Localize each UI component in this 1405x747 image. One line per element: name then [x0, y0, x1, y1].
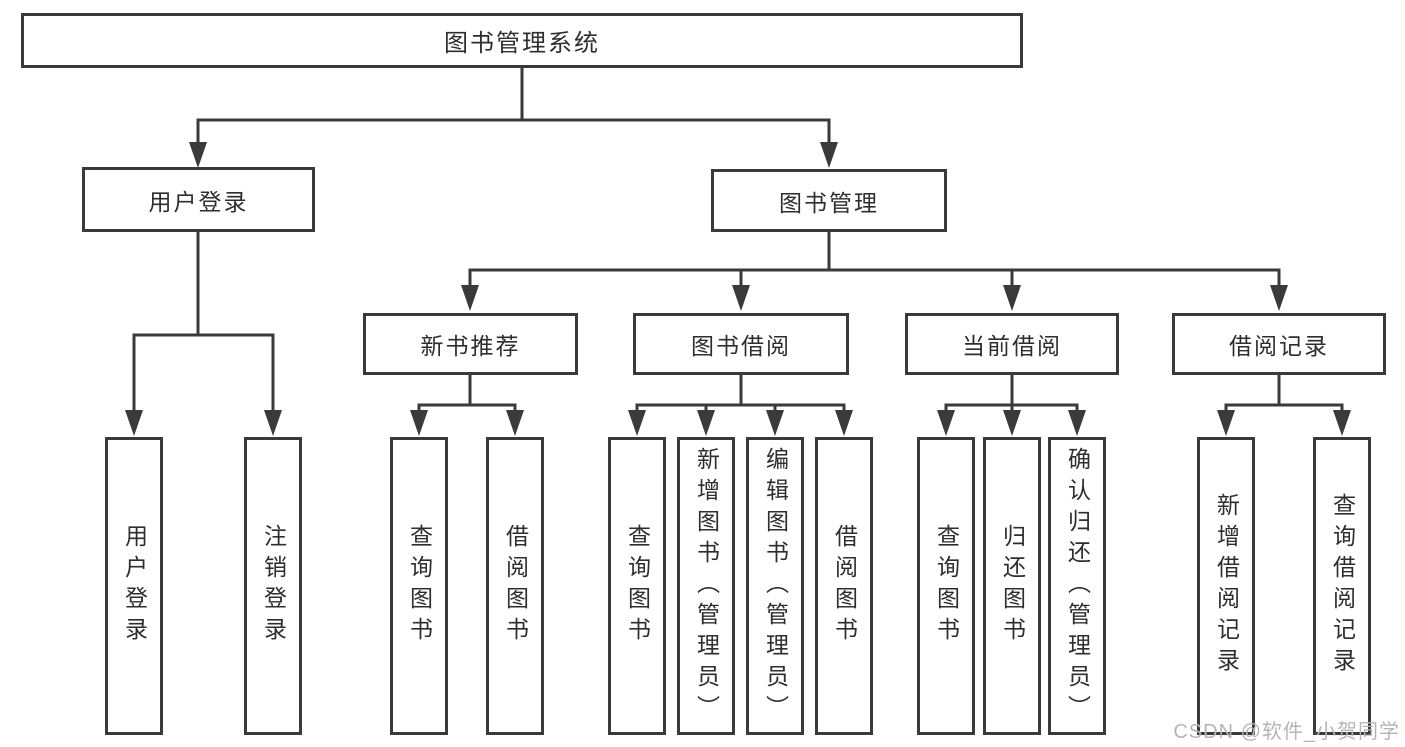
node-borrow-books-borrowing: 借阅图书: [815, 437, 873, 735]
node-add-books-admin: 新增图书（管理员）: [677, 437, 735, 735]
node-edit-books-admin: 编辑图书（管理员）: [746, 437, 804, 735]
node-query-books-recommend: 查询图书: [390, 437, 448, 735]
node-return-books: 归还图书: [983, 437, 1041, 735]
node-query-borrow-record: 查询借阅记录: [1313, 437, 1371, 735]
node-user-login: 用户登录: [82, 167, 315, 232]
node-book-management: 图书管理: [711, 169, 947, 232]
node-library-management-system: 图书管理系统: [21, 13, 1023, 68]
node-logout-leaf: 注销登录: [244, 437, 302, 735]
node-new-book-recommendation: 新书推荐: [363, 313, 578, 375]
node-query-books-current: 查询图书: [917, 437, 975, 735]
connector-arrowheads: [125, 142, 1351, 436]
node-add-borrow-record: 新增借阅记录: [1197, 437, 1255, 735]
csdn-watermark: CSDN @软件_小贺同学: [1173, 721, 1400, 743]
node-borrow-books-recommend: 借阅图书: [486, 437, 544, 735]
node-borrowing-records: 借阅记录: [1172, 313, 1386, 375]
node-book-borrowing: 图书借阅: [633, 313, 849, 375]
node-user-login-leaf: 用户登录: [105, 437, 163, 735]
node-confirm-return-admin: 确认归还（管理员）: [1048, 437, 1106, 735]
node-current-borrowing: 当前借阅: [905, 313, 1119, 375]
node-query-books-borrowing: 查询图书: [608, 437, 666, 735]
